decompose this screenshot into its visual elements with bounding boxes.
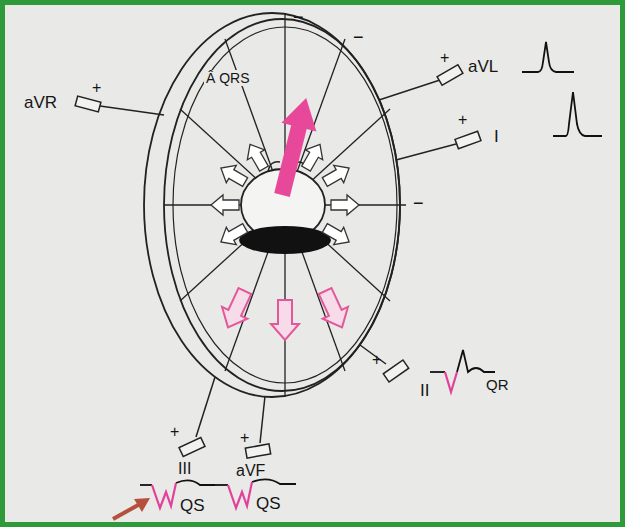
polarity-sign: + — [372, 352, 381, 368]
electrodes — [75, 65, 481, 458]
qrs-axis-arrow — [265, 94, 324, 200]
wave-label: QS — [256, 495, 281, 512]
polarity-sign: − — [413, 194, 424, 212]
ecg-waveforms — [140, 42, 602, 485]
lead-label: aVF — [236, 463, 265, 479]
wave-label: QR — [486, 377, 509, 392]
q-waves — [152, 372, 457, 508]
polarity-sign: − — [353, 28, 364, 46]
axis-spokes — [164, 13, 406, 397]
pointer-arrow — [113, 498, 150, 519]
polarity-sign: + — [170, 424, 179, 440]
frame — [3, 3, 623, 525]
axis-label: Â QRS — [204, 70, 252, 86]
polarity-sign: + — [92, 80, 101, 96]
polarity-sign: + — [440, 50, 449, 66]
lost-vector-arrows — [215, 285, 354, 340]
lead-label: aVR — [24, 94, 57, 111]
lead-label: II — [420, 382, 429, 399]
lead-label: III — [178, 461, 191, 477]
polarity-sign: + — [458, 112, 467, 128]
lead-label: I — [494, 128, 499, 145]
wave-label: QS — [180, 497, 205, 514]
polarity-sign: − — [293, 8, 304, 26]
polarity-sign: + — [240, 430, 249, 446]
lead-label: aVL — [468, 58, 498, 75]
